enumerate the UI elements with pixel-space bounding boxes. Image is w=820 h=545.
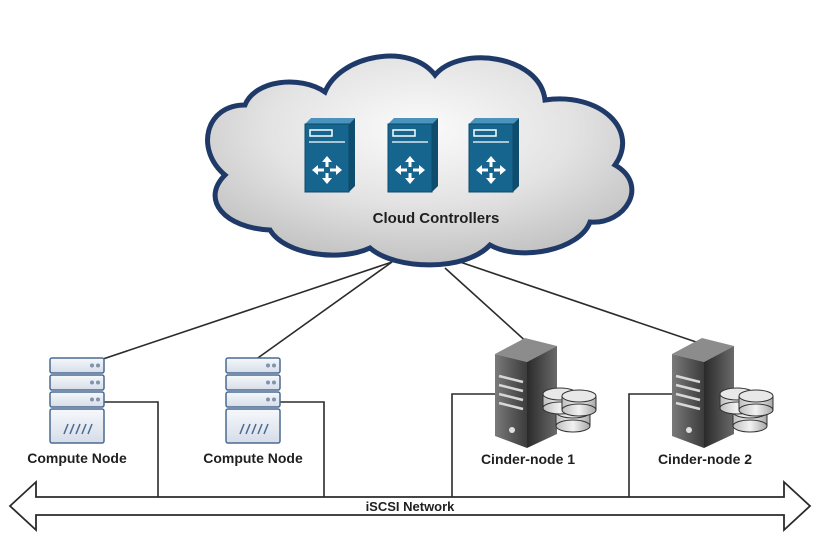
rack-server-icon <box>225 357 281 444</box>
network-label: iSCSI Network <box>366 499 456 514</box>
disk-stack-icon <box>719 387 774 433</box>
uplink-cinder-1 <box>444 267 531 346</box>
iscsi-network: iSCSI Network <box>8 479 812 533</box>
network-drop-lines <box>104 393 672 498</box>
uplink-lines <box>99 261 706 361</box>
controller-3 <box>468 118 519 193</box>
compute-node-2: Compute Node <box>203 357 303 466</box>
uplink-compute-1 <box>99 261 393 361</box>
compute-node-1: Compute Node <box>27 357 127 466</box>
cloud-label: Cloud Controllers <box>373 210 500 227</box>
uplink-cinder-2 <box>459 261 706 346</box>
disk-stack-icon <box>542 387 597 433</box>
router-server-icon <box>387 118 438 193</box>
drop-cinder-1 <box>451 393 495 498</box>
node-label: Compute Node <box>27 450 127 466</box>
router-server-icon <box>468 118 519 193</box>
cinder-node-1: Cinder-node 1 <box>481 338 597 467</box>
controller-1 <box>304 118 355 193</box>
storage-server-icon <box>495 338 597 448</box>
drop-compute-1 <box>104 401 159 498</box>
double-arrow-icon <box>8 479 812 533</box>
node-label: Cinder-node 1 <box>481 451 575 467</box>
node-label: Cinder-node 2 <box>658 451 752 467</box>
drop-compute-2 <box>280 401 325 498</box>
controller-2 <box>387 118 438 193</box>
rack-server-icon <box>49 357 105 444</box>
uplink-compute-2 <box>254 261 393 361</box>
drop-cinder-2 <box>628 393 672 498</box>
router-server-icon <box>304 118 355 193</box>
storage-server-icon <box>672 338 774 448</box>
cinder-node-2: Cinder-node 2 <box>658 338 774 467</box>
node-label: Compute Node <box>203 450 303 466</box>
